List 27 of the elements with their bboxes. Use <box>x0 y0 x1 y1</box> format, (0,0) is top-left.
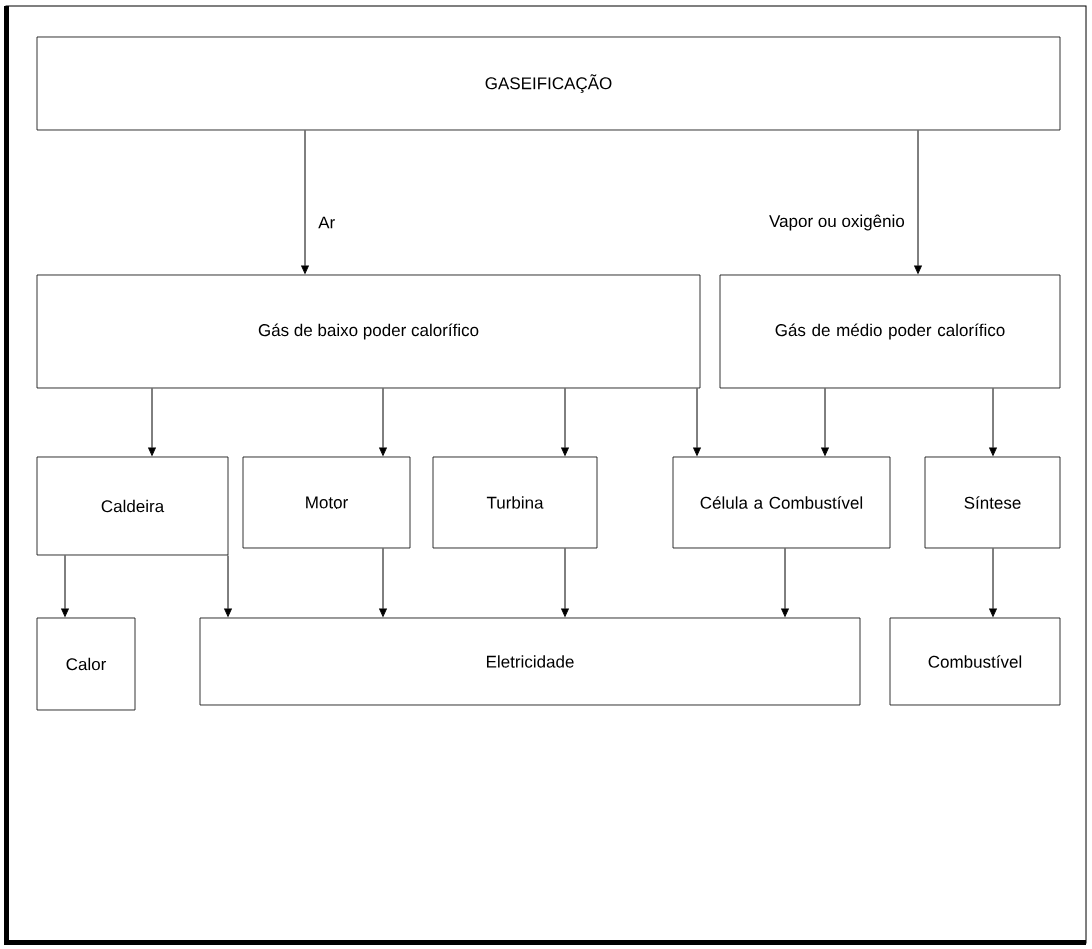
arrow <box>379 387 387 456</box>
arrow <box>61 554 69 617</box>
arrow <box>989 387 997 456</box>
edge-label: Vapor ou oxigênio <box>769 214 905 231</box>
arrow <box>379 547 387 617</box>
arrow <box>561 387 569 456</box>
arrow <box>148 387 156 456</box>
process-box: Gás de baixo poder calorífico <box>36 274 701 389</box>
process-box: Caldeira <box>36 456 229 556</box>
arrow <box>914 129 922 274</box>
process-box: Motor <box>242 456 411 549</box>
process-box: Calor <box>36 617 136 711</box>
arrow <box>693 387 701 456</box>
edge-label: Ar <box>318 216 335 229</box>
process-box: Célula a Combustível <box>672 456 891 549</box>
process-box: Gás de médio poder calorífico <box>719 274 1061 389</box>
arrow <box>301 129 309 274</box>
process-box: Eletricidade <box>199 617 861 706</box>
process-box: Turbina <box>432 456 598 549</box>
arrow <box>224 554 232 617</box>
arrow <box>989 547 997 617</box>
process-box: Combustível <box>889 617 1061 706</box>
arrow <box>781 547 789 617</box>
arrow <box>561 547 569 617</box>
process-box: GASEIFICAÇÃO <box>36 36 1061 131</box>
arrow <box>821 387 829 456</box>
process-box: Síntese <box>924 456 1061 549</box>
